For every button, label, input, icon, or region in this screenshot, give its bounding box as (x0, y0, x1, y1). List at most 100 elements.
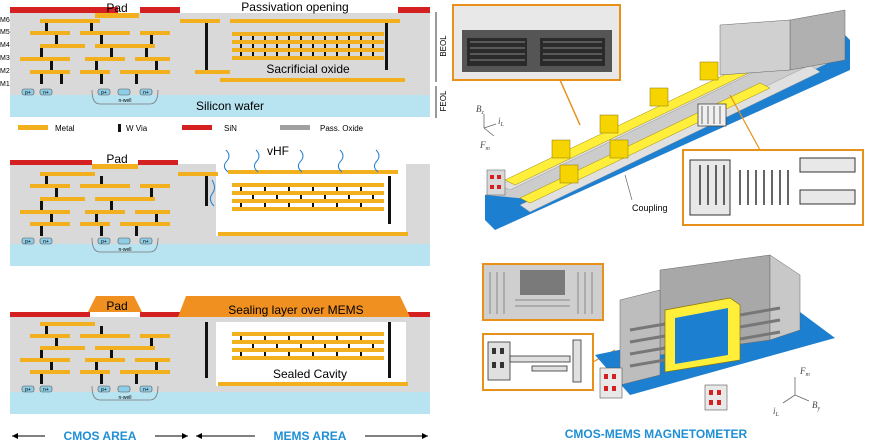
mems-area-label: MEMS AREA (274, 429, 347, 443)
cmos-metal-lines (20, 172, 218, 226)
panel-2-cross-section: Pad (10, 144, 430, 266)
by-label: By (812, 400, 821, 412)
oxide-region (10, 13, 430, 95)
sin-strip (10, 312, 90, 317)
nplus-label: n+ (43, 239, 49, 245)
silicon-wafer-label: Silicon wafer (196, 99, 264, 113)
sealing-layer (178, 296, 410, 317)
end-block (599, 367, 623, 399)
pad-metal (92, 164, 138, 169)
mems-bottom-plate (220, 78, 405, 82)
silicon-wafer (10, 95, 430, 117)
mems-comb-vias (240, 187, 374, 207)
legend-metal-label: Metal (55, 124, 75, 133)
vhf-arrows (209, 149, 380, 207)
mems-bottom-plate (218, 232, 408, 236)
fm-label: Fm (799, 366, 811, 378)
fm-label: Fm (479, 140, 491, 152)
mems-comb-rows (232, 332, 384, 360)
svg-text:M2: M2 (0, 68, 10, 75)
sin-strip (140, 7, 180, 13)
svg-text:M5: M5 (0, 29, 10, 36)
pad-sealing-bump (88, 296, 142, 312)
cmos-vias (40, 322, 391, 384)
device-3d-bottom: Fm By iL CMOS-MEMS MAGNETOMETER (482, 254, 835, 441)
transistors (21, 385, 159, 401)
transistors (21, 88, 159, 105)
sin-strip (138, 160, 178, 165)
il-label: iL (773, 406, 780, 418)
nplus-label: n+ (43, 387, 49, 393)
magnetometer-caption: CMOS-MEMS MAGNETOMETER (565, 427, 748, 441)
nplus-label: n+ (143, 90, 149, 96)
mems-comb-vias (240, 336, 374, 356)
legend-metal-swatch (18, 125, 48, 130)
svg-text:M1: M1 (0, 81, 10, 88)
legend-via-swatch (118, 124, 121, 132)
coupling-spring (697, 103, 727, 127)
il-label: iL (498, 116, 505, 128)
nwell-label: n-well (118, 395, 131, 401)
cmos-vias (40, 176, 391, 236)
cmos-metal-lines (20, 19, 230, 74)
passivation-opening-label: Passivation opening (241, 0, 348, 14)
sealing-layer-label: Sealing layer over MEMS (228, 303, 363, 317)
mems-frame-top (228, 170, 398, 174)
mems-bottom-plate (218, 382, 408, 386)
axes-bottom (782, 377, 810, 404)
end-block (789, 9, 846, 71)
nplus-label: n+ (143, 239, 149, 245)
legend-via-label: W Via (126, 124, 148, 133)
vhf-label: vHF (267, 144, 289, 158)
panel-1-cross-section: Pad Passivation opening (0, 0, 448, 118)
metal-level-labels: M6 M5 M4 M3 M2 M1 (0, 17, 10, 88)
panel-3-cross-section: Pad Sealing layer over MEMS (10, 296, 430, 414)
silicon-wafer (10, 244, 430, 266)
axes-top (483, 114, 497, 137)
pplus-label: p+ (101, 90, 107, 96)
svg-text:M6: M6 (0, 17, 10, 24)
svg-text:M4: M4 (0, 42, 10, 49)
legend: Metal W Via SiN Pass. Oxide (18, 124, 364, 133)
feol-label: FEOL (439, 90, 448, 111)
mems-comb-rows (232, 183, 384, 211)
mems-comb-vias (240, 36, 374, 56)
left-end-block (486, 169, 506, 196)
nwell-label: n-well (118, 247, 131, 253)
pplus-label: p+ (25, 239, 31, 245)
beol-label: BEOL (439, 35, 448, 57)
silicon-wafer (10, 392, 430, 414)
area-labels: CMOS AREA MEMS AREA (12, 428, 428, 443)
mems-comb-rows (232, 32, 384, 60)
end-block (704, 384, 728, 411)
sin-strip (398, 312, 430, 317)
comb-fingers (629, 306, 781, 368)
nplus-label: n+ (143, 387, 149, 393)
yellow-blocks (551, 61, 719, 184)
pplus-label: p+ (101, 239, 107, 245)
pplus-label: p+ (25, 387, 31, 393)
pplus-label: p+ (101, 387, 107, 393)
svg-text:M3: M3 (0, 55, 10, 62)
legend-sin-swatch (182, 125, 212, 130)
mems-frame-top (230, 19, 400, 23)
legend-oxide-swatch (280, 125, 310, 130)
cmos-metal-lines (20, 322, 170, 374)
sin-strip (10, 7, 118, 13)
sealed-cavity-label: Sealed Cavity (273, 367, 347, 381)
sin-strip (140, 312, 180, 317)
coupling-label: Coupling (632, 203, 668, 213)
device-3d-top: Coupling Bz iL Fm (452, 4, 864, 230)
sin-strip (10, 160, 92, 165)
bz-label: Bz (476, 104, 485, 116)
cmos-vias (40, 23, 388, 84)
nplus-label: n+ (43, 90, 49, 96)
sacrificial-oxide-label: Sacrificial oxide (266, 62, 350, 76)
transistors (21, 237, 159, 253)
legend-oxide-label: Pass. Oxide (320, 124, 364, 133)
pad-metal (95, 13, 139, 18)
pad-label: Pad (106, 152, 127, 166)
legend-sin-label: SiN (224, 124, 237, 133)
pplus-label: p+ (25, 90, 31, 96)
